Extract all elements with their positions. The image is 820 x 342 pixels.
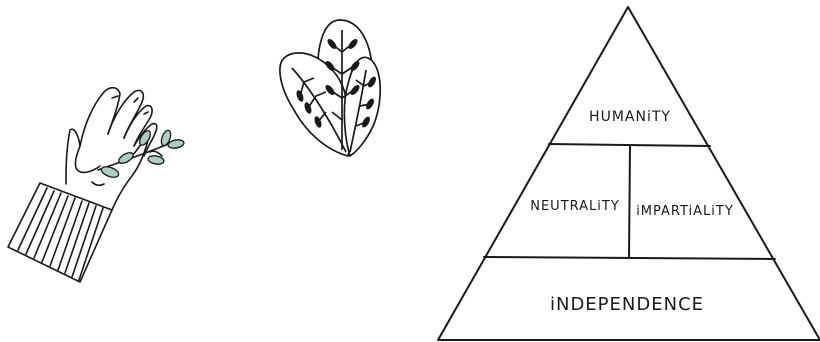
pyramid-label-bottom: iNDEPENDENCE [550, 294, 704, 315]
pyramid-label-middle-right: iMPARTiALiTY [636, 204, 734, 219]
pyramid-label-middle-left: NEUTRALiTY [530, 199, 620, 214]
hand-with-sprig-illustration [8, 88, 178, 282]
principles-pyramid [438, 7, 820, 340]
pyramid-label-top: HUMANiTY [589, 109, 671, 125]
pyramid-divider-vertical [629, 146, 630, 257]
